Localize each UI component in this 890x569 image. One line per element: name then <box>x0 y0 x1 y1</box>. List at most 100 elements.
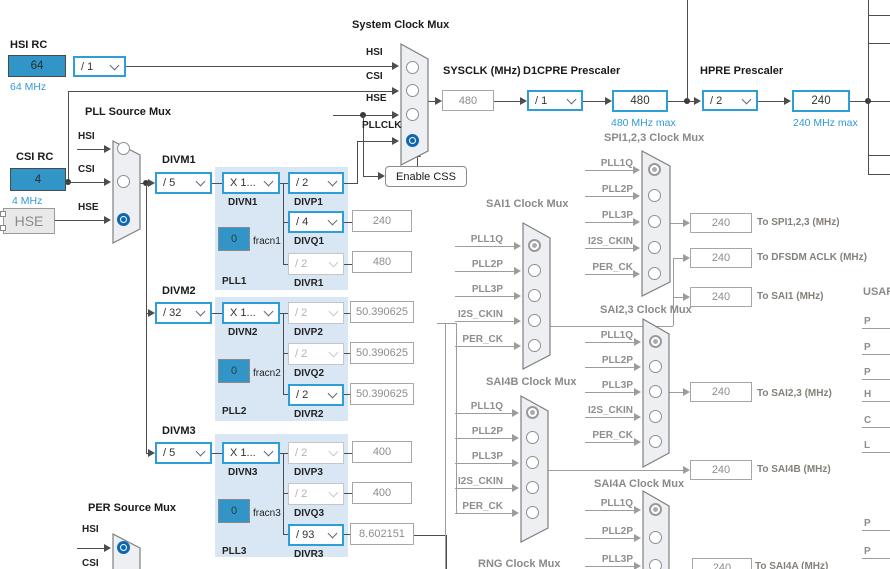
sai1-input-i2s-ckin: I2S_CKIN <box>457 309 503 320</box>
rng-mux-title: RNG Clock Mux <box>478 558 561 569</box>
system-mux-radio-hsi[interactable] <box>406 61 419 74</box>
system-mux-radio-csi[interactable] <box>406 84 419 97</box>
wire-arrow <box>148 179 155 187</box>
sai4b-mux-title: SAI4B Clock Mux <box>486 376 577 388</box>
chevron-down-icon <box>109 60 120 70</box>
per-mux-input-hsi: HSI <box>82 524 99 535</box>
wire <box>758 101 785 102</box>
d1cpre-dropdown[interactable]: / 1 <box>527 90 583 111</box>
wire <box>585 342 634 343</box>
per-mux-radio-hsi[interactable] <box>117 541 130 554</box>
chevron-down-icon <box>195 446 206 457</box>
spi123-radio-pll2p <box>648 189 661 202</box>
system-clock-mux-title: System Clock Mux <box>352 19 450 31</box>
d1cpre-out-box[interactable]: 480 <box>612 90 668 112</box>
divr2-dropdown[interactable]: / 2 <box>288 384 344 406</box>
sai1-out-label: To SAI1 (MHz) <box>757 291 824 302</box>
wire <box>414 535 446 536</box>
hpre-out-box[interactable]: 240 <box>792 90 850 112</box>
divq1-label: DIVQ1 <box>294 236 325 247</box>
divn2-dropdown[interactable]: X 1... <box>222 302 280 324</box>
wire-arrow <box>634 506 641 514</box>
wire-arrow <box>104 544 111 552</box>
divp1-dropdown[interactable]: / 2 <box>288 172 344 194</box>
wire <box>344 183 358 184</box>
wire <box>862 530 890 531</box>
system-mux-radio-hse[interactable] <box>406 108 419 121</box>
enable-css-button[interactable]: Enable CSS <box>385 166 467 187</box>
fracn3-box[interactable]: 0 <box>218 499 250 523</box>
wire <box>585 367 634 368</box>
pll3-label: PLL3 <box>222 546 247 557</box>
divr1-value: / 2 <box>295 258 308 270</box>
wire <box>868 0 869 174</box>
pll-source-mux-radio-hsi[interactable] <box>117 142 130 155</box>
fracn3-value: 0 <box>230 505 238 517</box>
fracn2-box[interactable]: 0 <box>218 359 250 383</box>
spi123-out-label: To SPI1,2,3 (MHz) <box>757 217 840 228</box>
divn2-value: X 1... <box>230 307 256 319</box>
wire <box>357 141 358 183</box>
pll-source-mux-radio-hse[interactable] <box>117 213 130 226</box>
sai1-radio-pll2p <box>528 264 541 277</box>
sai23-out-box: 240 <box>690 382 752 402</box>
sai4b-out-box: 240 <box>690 460 752 480</box>
wire <box>585 170 633 171</box>
divr3-dropdown[interactable]: / 93 <box>288 524 344 546</box>
wire <box>862 328 890 329</box>
sai4a-input-pll2p: PLL2P <box>601 526 633 537</box>
divq1-dropdown[interactable]: / 4 <box>288 211 344 233</box>
d1cpre-value: / 1 <box>535 94 548 107</box>
hsi-divider-dropdown[interactable]: / 1 <box>73 56 126 77</box>
wire <box>344 222 352 223</box>
divm2-dropdown[interactable]: / 32 <box>155 302 212 324</box>
wire <box>455 296 514 297</box>
wire <box>583 101 605 102</box>
wire <box>550 326 673 327</box>
usart-input-label: P <box>864 342 871 353</box>
sai4b-input-i2s-ckin: I2S_CKIN <box>457 476 503 487</box>
sai4a-input-pll1q: PLL1Q <box>600 498 633 509</box>
pll2-label: PLL2 <box>222 406 247 417</box>
pll1r-out-value: 480 <box>372 256 392 268</box>
wire-arrow <box>512 484 519 492</box>
spi123-input-i2s-ckin: I2S_CKIN <box>587 236 633 247</box>
wire-arrow <box>514 342 521 350</box>
wire <box>77 548 104 549</box>
wire <box>585 538 634 539</box>
csi-rc-title: CSI RC <box>16 151 54 163</box>
wire-arrow <box>633 192 640 200</box>
chevron-down-icon <box>263 176 274 187</box>
pll2p-out-value: 50.390625 <box>356 306 408 318</box>
wire-arrow <box>512 409 519 417</box>
wire-arrow <box>520 97 527 105</box>
fracn1-box[interactable]: 0 <box>218 227 250 251</box>
system-mux-radio-pllclk[interactable] <box>406 134 419 147</box>
wire <box>283 394 288 395</box>
hsi-freq-label: 64 MHz <box>10 81 47 93</box>
wire-arrow <box>605 97 612 105</box>
sai4b-input-pll1q: PLL1Q <box>470 401 503 412</box>
wire <box>212 453 222 454</box>
sai4a-input-pll3p: PLL3P <box>601 554 633 565</box>
hse-pin <box>0 225 6 231</box>
divm3-dropdown[interactable]: / 5 <box>155 442 212 464</box>
wire-arrow <box>104 145 111 153</box>
wire <box>68 91 69 182</box>
divr2-value: / 2 <box>296 389 309 401</box>
wire <box>862 379 890 380</box>
dfsdm-out-box: 240 <box>690 248 752 268</box>
wire <box>126 66 392 67</box>
hpre-dropdown[interactable]: / 2 <box>702 90 758 111</box>
divm1-dropdown[interactable]: / 5 <box>155 172 212 194</box>
divn1-dropdown[interactable]: X 1... <box>222 172 280 194</box>
sai4b-radio-i2s-ckin <box>526 481 539 494</box>
wire <box>455 413 512 414</box>
pll-source-mux-radio-csi[interactable] <box>117 175 130 188</box>
wire <box>455 438 512 439</box>
sai4a-radio-pll3p <box>649 559 662 569</box>
wire-arrow <box>512 434 519 442</box>
divn3-label: DIVN3 <box>228 467 258 478</box>
divn3-dropdown[interactable]: X 1... <box>222 442 280 464</box>
usart-input-label: P <box>864 518 871 529</box>
